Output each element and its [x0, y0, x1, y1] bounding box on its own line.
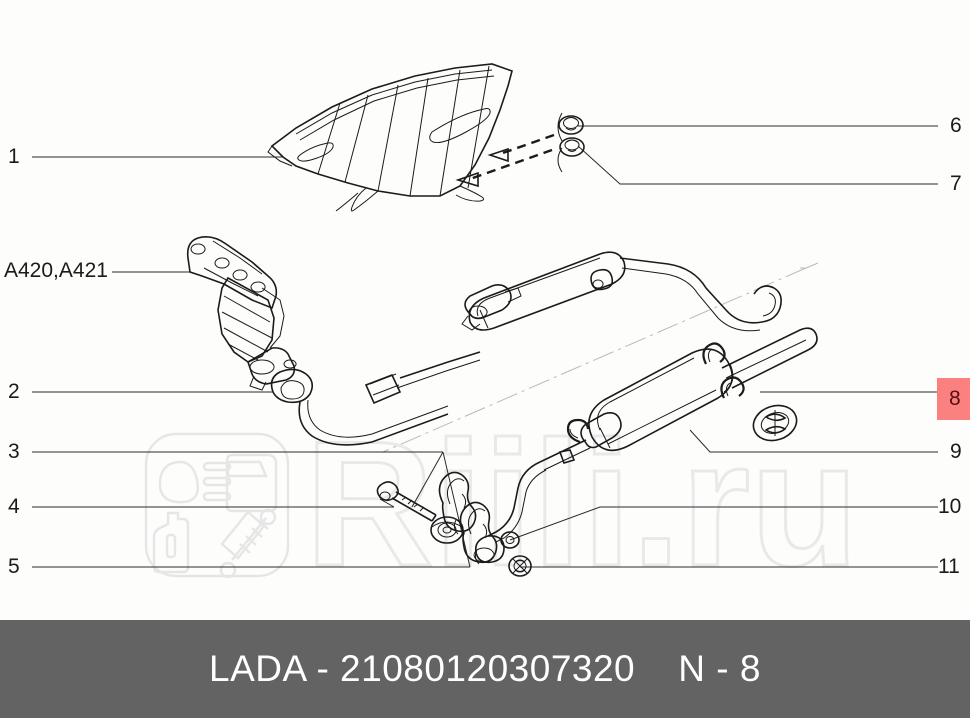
- callout-a420-a421[interactable]: A420,A421: [4, 260, 108, 281]
- callout-9-label: 9: [950, 440, 962, 463]
- callout-5[interactable]: 5: [8, 556, 20, 577]
- callout-6[interactable]: 6: [950, 115, 962, 136]
- callout-10-label: 10: [938, 495, 962, 518]
- technical-drawing-canvas: .ln{fill:none;stroke:#1b1b1b;stroke-widt…: [32, 63, 938, 605]
- nut-part: [508, 555, 532, 577]
- assembly-arrows: [455, 112, 563, 188]
- heat-shield-bolt-part: [559, 137, 585, 157]
- auto-parts-logo-icon: [144, 432, 290, 579]
- callout-10[interactable]: 10: [938, 496, 961, 517]
- heat-shield-nut-part: [558, 115, 584, 135]
- callout-11-label: 11: [938, 555, 960, 578]
- callout-4-label: 4: [8, 495, 20, 518]
- callout-3-label: 3: [8, 440, 20, 463]
- centerline-b: [805, 262, 819, 269]
- clamp-half-lower-part: [459, 501, 498, 565]
- callout-8[interactable]: 8: [937, 378, 970, 420]
- callout-8-label: 8: [949, 387, 961, 410]
- callout-1-label: 1: [8, 145, 20, 168]
- callout-5-label: 5: [8, 555, 20, 578]
- washer-part: [500, 531, 520, 549]
- callout-7-label: 7: [950, 172, 962, 195]
- centerline-main: [382, 267, 807, 453]
- callout-7[interactable]: 7: [950, 173, 962, 194]
- footer-part-number-text: LADA - 21080120307320 N - 8: [209, 648, 761, 689]
- rear-muffler-part: [539, 327, 818, 471]
- muffler-hanger-grommet-part: [752, 404, 798, 442]
- heat-shield-part: [267, 63, 513, 212]
- exhaust-gasket-ring-part: [430, 516, 464, 544]
- leader-lines: [32, 125, 938, 568]
- callout-1[interactable]: 1: [8, 146, 20, 167]
- callout-6-label: 6: [950, 114, 962, 137]
- middle-silencer-part: [461, 251, 782, 332]
- callout-9[interactable]: 9: [950, 441, 962, 462]
- footer-bar: LADA - 21080120307320 N - 8: [0, 620, 970, 718]
- callout-2-label: 2: [8, 380, 20, 403]
- clamp-bolt-part: [376, 481, 437, 522]
- watermark-group: Riili.ru: [144, 403, 860, 605]
- callout-2[interactable]: 2: [8, 381, 20, 402]
- callout-3[interactable]: 3: [8, 441, 20, 462]
- callout-a420-a421-label: A420,A421: [4, 259, 108, 282]
- front-exhaust-pipe-part: [270, 351, 481, 446]
- callout-11[interactable]: 11: [938, 556, 960, 577]
- exhaust-manifold-catalyst-part: [186, 236, 297, 391]
- callout-4[interactable]: 4: [8, 496, 20, 517]
